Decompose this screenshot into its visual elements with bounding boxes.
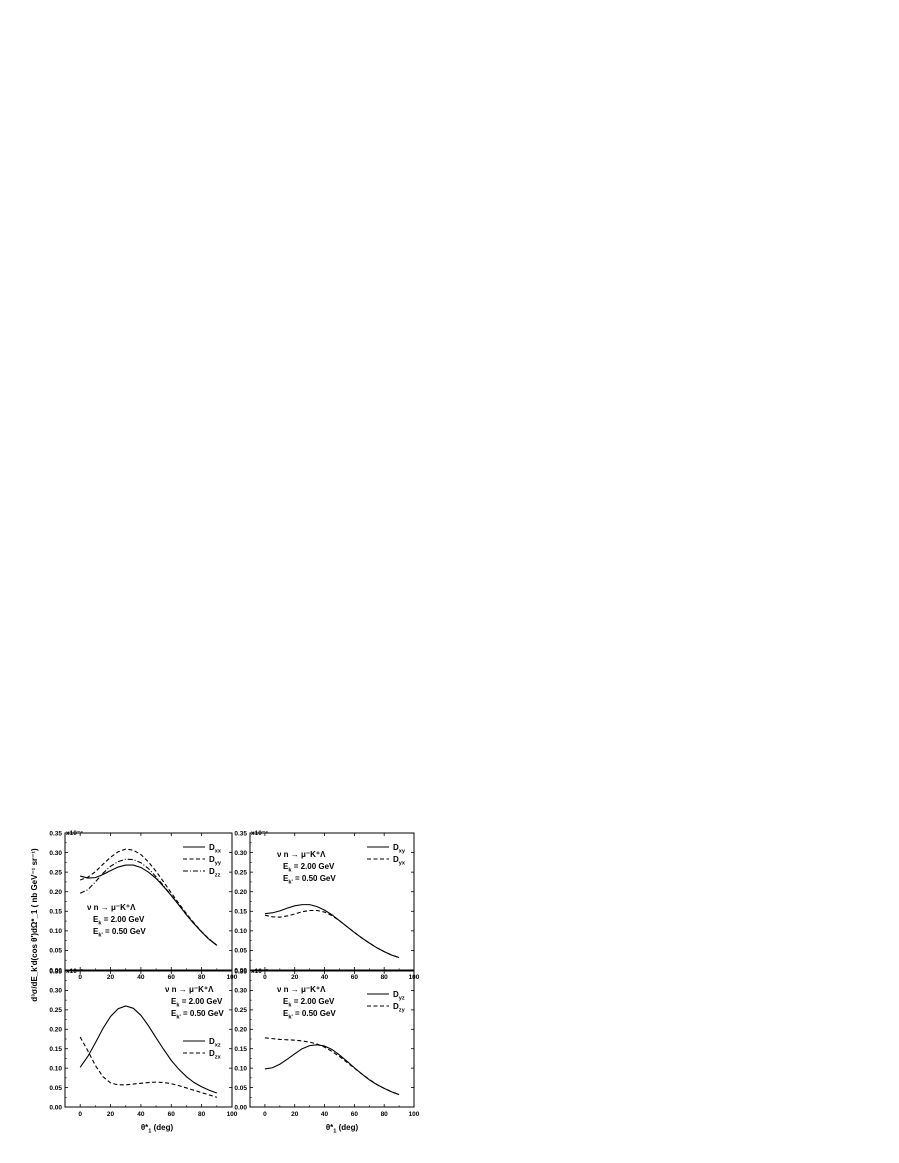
y-tick-label: 0.10 [49, 1065, 62, 1072]
y-tick-label: 0.00 [234, 967, 247, 974]
annotation-line: Ek = 2.00 GeV [93, 915, 145, 927]
series-line-dxz [79, 1005, 218, 1094]
y-tick-label: 0.15 [49, 1046, 62, 1053]
y-tick-label: 0.35 [234, 968, 247, 975]
annotation-line: ν n → μ⁻K⁺Λ [165, 985, 214, 994]
y-tick-label: 0.25 [49, 869, 62, 876]
x-tick-label: 60 [351, 1111, 359, 1118]
x-tick-label: 60 [351, 974, 359, 981]
series-line-dyz [264, 1044, 400, 1096]
x-tick-label: 40 [137, 1111, 145, 1118]
y-tick-label: 0.05 [234, 948, 247, 955]
x-tick-label: 100 [227, 1111, 238, 1118]
annotation-line: Ek' = 0.50 GeV [283, 1009, 336, 1021]
y-tick-label: 0.20 [49, 889, 62, 896]
x-tick-label: 80 [198, 974, 206, 981]
panel-top-right: 0.00 0.05 0.10 0.15 0.20 0.25 0.30 0.35 0 20 40 60 8… [234, 830, 419, 981]
series-line-dzy [264, 1037, 400, 1096]
y-tick-label: 0.15 [234, 1046, 247, 1053]
y-multiplier: x10⁻⁶ [66, 830, 83, 837]
x-tick-label: 40 [321, 1111, 329, 1118]
y-tick-label: 0.30 [49, 988, 62, 995]
y-tick-label: 0.00 [49, 1104, 62, 1111]
y-tick-label: 0.35 [49, 968, 62, 975]
x-tick-label: 80 [381, 974, 389, 981]
annotation-line: ν n → μ⁻K⁺Λ [277, 985, 326, 994]
y-tick-label: 0.25 [234, 869, 247, 876]
series-line-dzz [79, 858, 218, 946]
legend-label: Dxz [209, 1037, 221, 1049]
plot-frame [249, 832, 415, 971]
y-tick-label: 0.15 [49, 909, 62, 916]
x-tick-label: 20 [291, 974, 299, 981]
legend-label: Dyx [393, 855, 406, 867]
x-tick-label: 0 [78, 974, 82, 981]
y-tick-label: 0.30 [49, 850, 62, 857]
x-tick-label: 0 [263, 974, 267, 981]
y-tick-label: 0.25 [49, 1007, 62, 1014]
legend-label: Dzz [209, 867, 221, 879]
x-tick-label: 100 [409, 1111, 420, 1118]
x-tick-label: 80 [198, 1111, 206, 1118]
y-tick-label: 0.10 [234, 1065, 247, 1072]
x-tick-label: 0 [78, 1111, 82, 1118]
annotation-line: ν n → μ⁻K⁺Λ [87, 903, 136, 912]
plot-frame [64, 832, 233, 971]
legend-label: Dyz [393, 990, 405, 1002]
x-tick-label: 40 [137, 974, 145, 981]
x-tick-label: 40 [321, 974, 329, 981]
series-line-dzx [79, 1036, 217, 1098]
y-tick-label: 0.00 [234, 1104, 247, 1111]
x-tick-label: 60 [168, 974, 176, 981]
x-tick-label: 0 [263, 1111, 267, 1118]
legend-label: Dzy [393, 1002, 406, 1014]
y-tick-label: 0.05 [234, 1085, 247, 1092]
legend-label: Dxy [393, 843, 406, 855]
y-multiplier: x10⁻⁶ [66, 968, 83, 975]
panel-top-left: 0.00 0.05 0.10 0.15 0.20 0.25 0.30 0.35 0 20 40 60 8… [49, 830, 237, 981]
x-tick-label: 80 [381, 1111, 389, 1118]
x-axis-label-left: θ*1 (deg) [141, 1123, 174, 1135]
y-tick-label: 0.10 [234, 928, 247, 935]
y-tick-label: 0.30 [234, 850, 247, 857]
y-tick-label: 0.05 [49, 1085, 62, 1092]
y-axis-label: d³σ/dE_k'd(cos θ')dΩ*_1 ( nb GeV⁻¹ sr⁻¹) [30, 848, 39, 1002]
y-tick-label: 0.15 [234, 909, 247, 916]
annotation-line: Ek' = 0.50 GeV [283, 874, 336, 886]
series-line-dxy [264, 904, 400, 958]
x-tick-label: 60 [168, 1111, 176, 1118]
legend-label: Dyy [209, 855, 222, 867]
legend-label: Dzx [209, 1049, 222, 1061]
panel-bottom-left: 0.00 0.05 0.10 0.15 0.20 0.25 0.30 0.35 0 20 40 60 8… [49, 968, 237, 1118]
annotation-line: Ek = 2.00 GeV [171, 997, 223, 1009]
series-line-dyy [79, 848, 218, 946]
y-multiplier: x10⁻⁶ [251, 968, 268, 975]
annotation-line: Ek = 2.00 GeV [283, 862, 335, 874]
y-tick-label: 0.35 [234, 830, 247, 837]
x-tick-label: 20 [107, 974, 115, 981]
annotation-line: Ek' = 0.50 GeV [93, 927, 146, 939]
y-tick-label: 0.20 [234, 1027, 247, 1034]
series-line-dyx [264, 909, 400, 958]
y-tick-label: 0.05 [49, 948, 62, 955]
annotation-line: ν n → μ⁻K⁺Λ [277, 850, 326, 859]
legend-label: Dxx [209, 843, 222, 855]
y-tick-label: 0.30 [234, 988, 247, 995]
x-axis-label-right: θ*1 (deg) [326, 1123, 359, 1135]
y-tick-label: 0.10 [49, 928, 62, 935]
x-tick-label: 20 [107, 1111, 115, 1118]
y-multiplier: x10⁻⁶ [251, 830, 268, 837]
annotation-line: Ek' = 0.50 GeV [171, 1009, 224, 1021]
panel-bottom-right: 0.00 0.05 0.10 0.15 0.20 0.25 0.30 0.35 0 20 40 60 8… [234, 968, 419, 1118]
x-tick-label: 20 [291, 1111, 299, 1118]
y-tick-label: 0.00 [49, 967, 62, 974]
y-tick-label: 0.35 [49, 830, 62, 837]
y-tick-label: 0.25 [234, 1007, 247, 1014]
y-tick-label: 0.20 [234, 889, 247, 896]
y-tick-label: 0.20 [49, 1027, 62, 1034]
annotation-line: Ek = 2.00 GeV [283, 997, 335, 1009]
